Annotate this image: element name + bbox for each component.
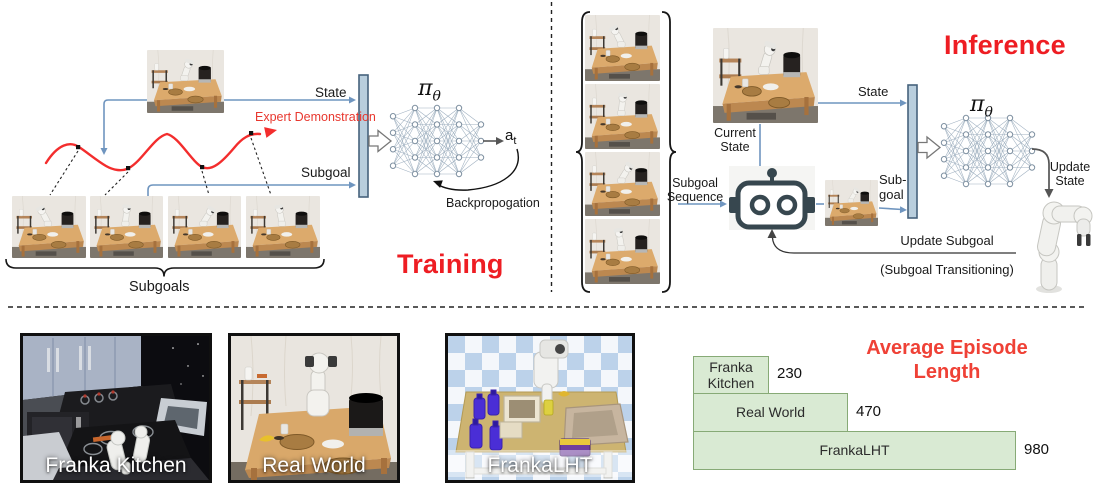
subgoal-photo-4 — [246, 196, 320, 258]
subgoal-photo-3 — [168, 196, 241, 258]
training-subgoal-label: Subgoal — [301, 165, 351, 180]
training-title: Training — [397, 249, 504, 279]
chart-title: Average Episode Length — [866, 337, 1028, 383]
sequence-photo-1 — [585, 15, 660, 81]
bar-label: FrankaLHT — [819, 442, 890, 459]
sequence-photo-2 — [585, 84, 660, 149]
inference-state-label: State — [858, 84, 889, 99]
subgoal-photo-2 — [90, 196, 163, 258]
action-label: at — [505, 127, 517, 147]
env-frankalht-label-strip — [448, 450, 632, 477]
env-real-world-label: Real World — [262, 454, 366, 477]
chart-bar: FrankaLHT — [693, 431, 1016, 470]
bar-value: 470 — [856, 402, 882, 420]
sequence-photo-3 — [585, 152, 660, 216]
env-frankalht-label: FrankaLHT — [487, 454, 593, 477]
update-subgoal-label: Update Subgoal (Subgoal Transitioning) — [871, 219, 1023, 292]
bar-value: 230 — [777, 365, 803, 382]
env-real-world: Real World — [228, 333, 400, 483]
bar-label: Franka Kitchen — [707, 358, 755, 391]
inference-policy-symbol: πθ — [970, 92, 993, 121]
sequence-photo-4 — [585, 219, 660, 284]
update-subgoal-line1: Update Subgoal — [900, 232, 994, 248]
current-state-photo — [713, 28, 818, 123]
expert-demonstration-label: Expert Demonstration — [255, 110, 376, 124]
training-policy-symbol: πθ — [418, 76, 441, 105]
env-franka-kitchen: Franka Kitchen — [20, 333, 212, 483]
update-subgoal-line2: (Subgoal Transitioning) — [880, 261, 1014, 277]
current-state-label: Current State — [714, 126, 756, 154]
training-state-photo — [147, 50, 224, 113]
backpropagation-label: Backpropogation — [446, 196, 540, 210]
subgoals-label: Subgoals — [129, 279, 190, 295]
subgoal-photo-1 — [12, 196, 86, 258]
update-state-label: Update State — [1049, 160, 1091, 188]
env-franka-kitchen-label: Franka Kitchen — [45, 454, 187, 477]
chart-bar: Real World — [693, 393, 848, 432]
bar-label: Real World — [736, 404, 805, 421]
inference-subgoal-label: Sub-goal — [879, 172, 907, 202]
bar-value: 980 — [1024, 440, 1050, 458]
chart-bar: Franka Kitchen — [693, 356, 769, 394]
env-frankalht: FrankaLHT — [445, 333, 635, 483]
subgoal-sequence-label: Subgoal Sequence — [666, 176, 724, 204]
inference-title: Inference — [944, 30, 1066, 60]
subgoal-thumb-photo — [825, 180, 878, 226]
training-state-label: State — [315, 85, 347, 100]
